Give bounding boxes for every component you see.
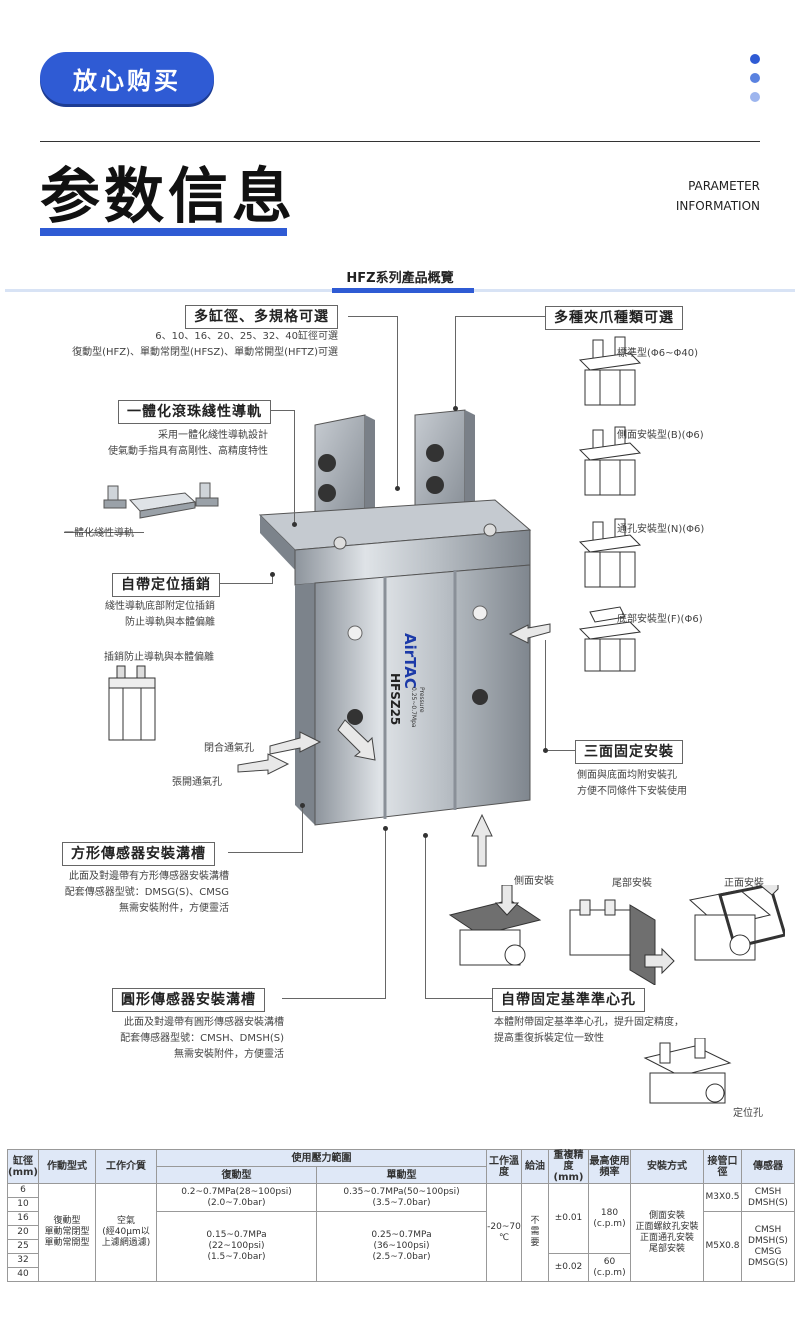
th-type: 作動型式	[38, 1149, 96, 1184]
pressure-range: 0.25~0.7Mpa	[410, 687, 417, 728]
arrow-icon	[508, 623, 551, 644]
guide-desc: 采用一體化綫性導軌設計 使氣動手指具有高剛性、高精度特性	[108, 430, 268, 457]
jaw-bottom-label: 底部安裝型(F)(Φ6)	[617, 614, 703, 625]
th-sensor: 傳感器	[741, 1149, 795, 1184]
round-sensor-desc: 此面及對邊帶有圓形傳感器安裝溝槽 配套傳感器型號：CMSH、DMSH(S) 無需…	[120, 1017, 284, 1060]
param-english: PARAMETER INFORMATION	[675, 179, 760, 213]
callout-round-sensor: 圓形傳感器安裝溝槽	[112, 988, 265, 1012]
section-title: HFZ系列產品概覽	[346, 271, 454, 286]
section-accent	[332, 288, 474, 293]
page-title: 参数信息	[40, 162, 296, 232]
center-hole-desc: 本體附帶固定基準準心孔，提升固定精度， 提高重復拆裝定位一致性	[494, 1017, 684, 1044]
callout-square-sensor: 方形傳感器安裝溝槽	[62, 842, 215, 866]
three-face-desc: 側面與底面均附安裝孔 方便不同條件下安裝使用	[577, 770, 687, 797]
multi-bore-desc: 6、10、16、20、25、32、40缸徑可選 復動型(HFZ)、單動常閉型(H…	[72, 331, 338, 358]
th-bore: 缸徑(mm)	[7, 1149, 39, 1184]
center-hole-part-label: 定位孔	[733, 1108, 763, 1119]
mount-front-label: 正面安裝	[724, 878, 764, 889]
title-underline	[40, 228, 287, 236]
mount-tail-label: 尾部安裝	[612, 878, 652, 889]
th-freq: 最高使用頻率	[588, 1149, 631, 1184]
th-temp: 工作溫度	[486, 1149, 522, 1184]
mount-side-label: 側面安裝	[514, 876, 554, 887]
pin-part-label: 插銷防止導軌與本體偏離	[104, 652, 214, 663]
close-port-label: 閉合通氣孔	[204, 743, 254, 754]
gripper-illustration: AirTAC HFSZ25 Pressure 0.25~0.7Mpa	[258, 409, 532, 826]
arrow-icon	[337, 719, 376, 761]
th-repeat: 重複精度(mm)	[548, 1149, 589, 1184]
th-pressure: 使用壓力範圍	[156, 1149, 487, 1167]
center-hole-gripper-image	[643, 1038, 732, 1104]
arrow-icon	[269, 731, 322, 755]
divider	[40, 141, 760, 142]
jaw-types-illustration	[578, 336, 642, 672]
arrow-icon	[237, 753, 290, 775]
square-sensor-desc: 此面及對邊帶有方形傳感器安裝溝槽 配套傳感器型號：DMSG(S)、CMSG 無需…	[64, 871, 229, 914]
callout-multi-bore: 多缸徑、多規格可選	[185, 305, 338, 329]
th-mount: 安裝方式	[630, 1149, 704, 1184]
th-medium: 工作介質	[95, 1149, 157, 1184]
pin-gripper-image	[108, 665, 156, 741]
spec-table: 缸徑(mm) 作動型式 工作介質 使用壓力範圍 工作溫度 給油 重複精度(mm)…	[7, 1149, 795, 1282]
th-port: 接管口徑	[703, 1149, 742, 1184]
model-label: HFSZ25	[388, 673, 402, 725]
callout-jaws: 多種夾爪種類可選	[545, 306, 683, 330]
guide-part-label: 一體化綫性導軌	[64, 528, 134, 539]
th-single: 單動型	[316, 1166, 487, 1184]
pin-desc: 綫性導軌底部附定位插銷 防止導軌與本體偏離	[105, 601, 215, 628]
linear-guide-image	[103, 482, 219, 519]
jaw-std-label: 標準型(Φ6~Φ40)	[617, 348, 699, 359]
jaw-through-label: 通孔安裝型(N)(Φ6)	[617, 524, 705, 535]
th-double: 復動型	[156, 1166, 317, 1184]
mounting-illustrations	[448, 885, 785, 985]
callout-pin: 自帶定位插銷	[112, 573, 220, 597]
open-port-label: 張開通氣孔	[172, 777, 222, 788]
pressure-label: Pressure	[418, 687, 425, 713]
buy-badge: 放心购买	[40, 52, 214, 104]
arrow-icon	[471, 813, 493, 867]
th-lube: 給油	[521, 1149, 549, 1184]
jaw-side-label: 側面安裝型(B)(Φ6)	[617, 430, 704, 441]
decorative-dots	[750, 54, 760, 111]
brand-label: AirTAC	[401, 633, 419, 689]
callout-guide: 一體化滾珠綫性導軌	[118, 400, 271, 424]
callout-center-hole: 自帶固定基準準心孔	[492, 988, 645, 1012]
callout-three-face: 三面固定安裝	[575, 740, 683, 764]
